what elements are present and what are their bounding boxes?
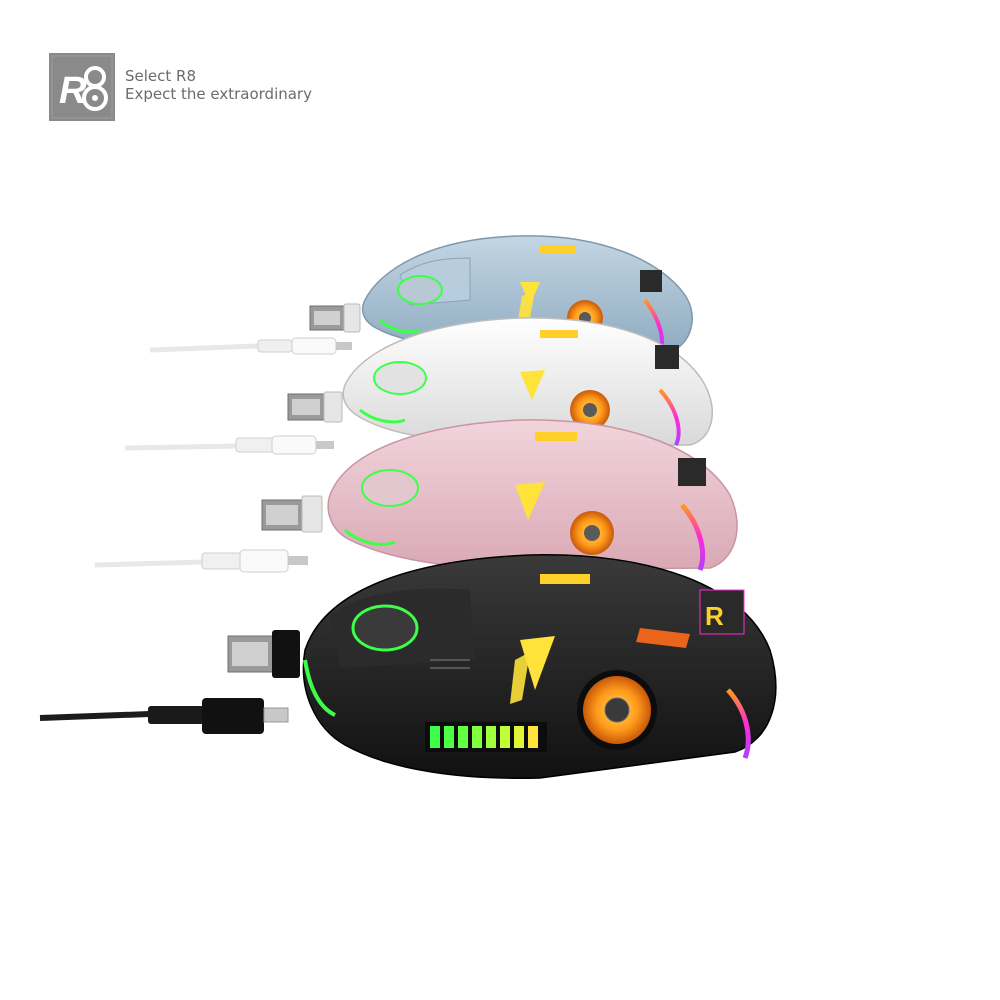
- usb-cable-pink: [94, 549, 308, 573]
- tagline-line-1: Select R8: [125, 67, 197, 85]
- brand-header: R Select R8 Expect the extraordinary: [49, 53, 312, 121]
- mouse-black-badge-icon: R: [705, 601, 724, 631]
- usb-cable-black: [39, 698, 289, 734]
- r8-logo: R: [49, 53, 115, 121]
- usb-cable-blue: [149, 337, 352, 355]
- mouse-pink: [94, 419, 738, 573]
- r8-logo-icon: R: [49, 53, 115, 121]
- mouse-white: [124, 317, 713, 455]
- usb-receiver-black: [227, 630, 300, 678]
- svg-text:R: R: [59, 70, 87, 112]
- mouse-black-rgb-strip: [425, 722, 547, 752]
- usb-receiver-blue: [309, 303, 361, 333]
- tagline-line-2: Expect the extraordinary: [125, 85, 312, 103]
- mouse-black: R: [39, 554, 777, 779]
- tagline: Select R8 Expect the extraordinary: [125, 67, 312, 103]
- usb-receiver-pink: [261, 495, 323, 533]
- usb-cable-white: [124, 435, 334, 455]
- usb-receiver-white: [287, 391, 343, 423]
